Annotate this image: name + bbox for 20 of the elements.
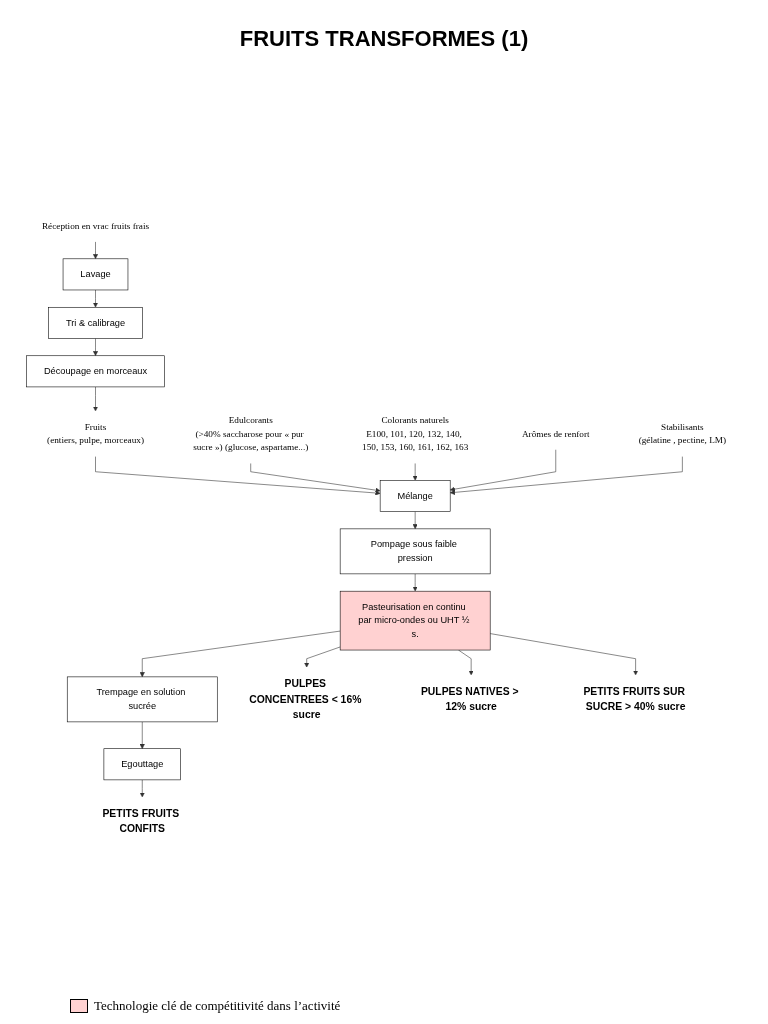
legend-text: Technologie clé de compétitivité dans l’activité	[94, 998, 341, 1014]
node-box: Lavage	[62, 258, 129, 291]
node-text: PULPES CONCENTREES < 16% sucre	[249, 677, 362, 721]
node-text: Stabilisants (gélatine , pectine, LM)	[638, 421, 727, 446]
node-box: Pompage sous faible pression	[339, 528, 491, 575]
node-box: Egouttage	[103, 748, 181, 781]
node-text: PETITS FRUITS CONFITS	[102, 807, 180, 835]
node-text: Edulcorants (>40% saccharose pour « pur sucre ») (glucose, aspartame...)	[193, 414, 309, 453]
node-text: PETITS FRUITS SUR SUCRE > 40% sucre	[583, 685, 686, 713]
node-text: Fruits (entiers, pulpe, morceaux)	[47, 421, 144, 446]
node-box: Mélange	[379, 480, 451, 512]
node-text: PULPES NATIVES > 12% sucre	[420, 685, 519, 713]
node-box: Trempage en solution sucrée	[66, 676, 218, 723]
diagram-title: FRUITS TRANSFORMES (1)	[239, 26, 529, 52]
node-text: Colorants naturels E100, 101, 120, 132, 140, 150, 153, 160, 161, 162, 163	[362, 414, 469, 453]
node-text: Réception en vrac fruits frais	[41, 220, 150, 231]
node-box: Tri & calibrage	[48, 307, 143, 339]
node-box: Pasteurisation en continu par micro-ondes ou UHT ½ s.	[339, 590, 491, 651]
node-text: Arômes de renfort	[521, 428, 590, 439]
node-box: Découpage en morceaux	[26, 355, 165, 388]
